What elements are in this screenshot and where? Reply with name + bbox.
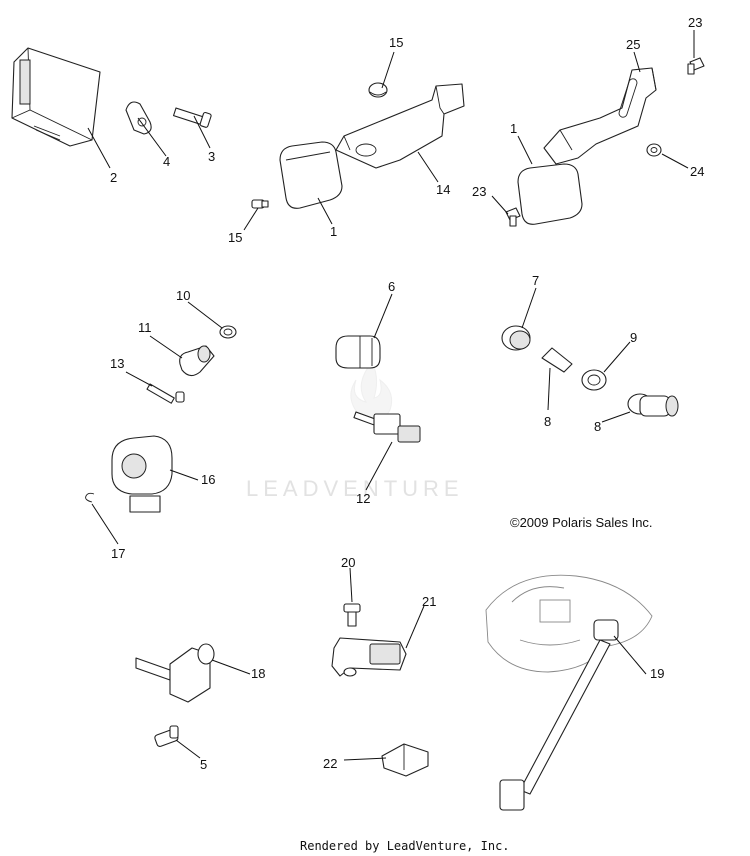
part-5-bolt: [154, 725, 179, 747]
leader-lines: [87, 30, 695, 761]
callout-1-right: 1: [510, 121, 517, 136]
callout-11: 11: [138, 320, 152, 335]
part-10-o-ring: [219, 325, 237, 339]
copyright-text: ©2009 Polaris Sales Inc.: [510, 515, 653, 530]
callout-5: 5: [200, 757, 207, 772]
part-18-cam-sensor: [135, 643, 215, 703]
callout-16: 16: [201, 472, 215, 487]
callout-14: 14: [436, 182, 450, 197]
part-17-circlip: [85, 492, 95, 503]
part-20-bolt: [343, 603, 361, 627]
part-1-sensor-plate-right: [517, 163, 583, 225]
part-14-bracket: [335, 83, 465, 169]
callout-6: 6: [388, 279, 395, 294]
callout-10: 10: [176, 288, 190, 303]
callout-17: 17: [111, 546, 125, 561]
callout-15-bottom: 15: [228, 230, 242, 245]
part-11-elbow-fitting: [179, 345, 215, 377]
part-15-grommet-top: [368, 82, 388, 98]
callout-18: 18: [251, 666, 265, 681]
callout-20: 20: [341, 555, 355, 570]
part-15-fastener-bottom: [251, 199, 269, 209]
part-23-bolt-top: [687, 57, 705, 75]
part-8-switch-right: [627, 393, 679, 417]
callout-19: 19: [650, 666, 664, 681]
part-9-ring: [581, 369, 607, 391]
part-25-bracket: [543, 67, 657, 165]
callout-2: 2: [110, 170, 117, 185]
callout-labels: 2 4 3 15 14 15 1 23 25 1 24 23 10 11 13 …: [110, 15, 704, 772]
part-19-position-sensor: [485, 574, 653, 811]
callout-22: 22: [323, 756, 337, 771]
part-13-bolt: [146, 383, 185, 404]
part-21-map-sensor: [331, 637, 407, 677]
callout-1-left: 1: [330, 224, 337, 239]
callout-9: 9: [630, 330, 637, 345]
part-3-bolt: [172, 107, 212, 128]
callout-12: 12: [356, 491, 370, 506]
callout-13: 13: [110, 356, 124, 371]
watermark-text: LEADVENTURE: [246, 476, 464, 501]
callout-15-top: 15: [389, 35, 403, 50]
part-24-nut: [646, 143, 662, 157]
part-6-sensor: [335, 335, 381, 369]
callout-8-left: 8: [544, 414, 551, 429]
part-16-knock-sensor: [111, 435, 173, 513]
callout-4: 4: [163, 154, 170, 169]
callout-25: 25: [626, 37, 640, 52]
callout-23-bottom: 23: [472, 184, 486, 199]
callout-7: 7: [532, 273, 539, 288]
watermark: LEADVENTURE: [246, 361, 464, 501]
part-12-temp-sensor: [353, 411, 421, 443]
callout-24: 24: [690, 164, 704, 179]
callout-23-top: 23: [688, 15, 702, 30]
engine-outline-ghost: [485, 574, 653, 673]
part-7-cap: [501, 325, 531, 351]
footer-credit: Rendered by LeadVenture, Inc.: [300, 839, 510, 853]
part-1-sensor-plate-left: [279, 141, 343, 209]
callout-21: 21: [422, 594, 436, 609]
part-2-ecu-box: [11, 47, 101, 147]
part-23-bolt-bottom: [505, 207, 521, 227]
part-8-clip-left: [541, 347, 573, 373]
callout-8-right: 8: [594, 419, 601, 434]
part-22-switch: [381, 743, 429, 777]
callout-3: 3: [208, 149, 215, 164]
